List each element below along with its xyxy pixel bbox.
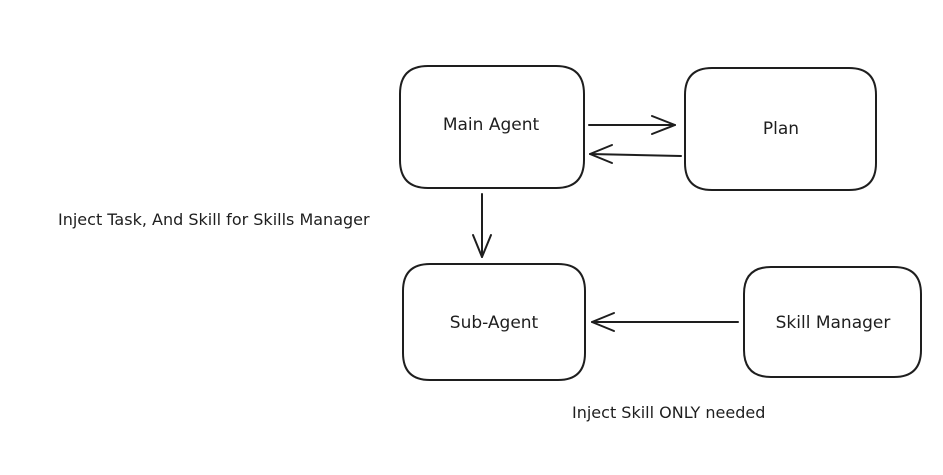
node-main-agent-box bbox=[399, 65, 585, 189]
edge-main-to-sub-arrowhead bbox=[472, 234, 492, 258]
edge-skill-to-sub bbox=[591, 312, 739, 332]
edge-main-to-sub bbox=[472, 193, 492, 258]
node-skill-manager-label: Skill Manager bbox=[776, 313, 891, 333]
node-sub-agent-label: Sub-Agent bbox=[450, 313, 539, 333]
node-plan[interactable]: Plan bbox=[684, 67, 877, 191]
edge-plan-to-main-arrowhead bbox=[589, 144, 613, 164]
node-plan-label: Plan bbox=[763, 119, 799, 139]
edge-main-to-sub-label: Inject Task, And Skill for Skills Manage… bbox=[58, 210, 370, 229]
edge-main-to-plan bbox=[588, 115, 676, 135]
edge-skill-to-sub-label: Inject Skill ONLY needed bbox=[572, 403, 765, 422]
edge-main-to-plan-arrowhead bbox=[651, 115, 676, 135]
node-sub-agent-box bbox=[402, 263, 586, 381]
node-skill-manager-box bbox=[743, 266, 922, 378]
edge-skill-to-sub-arrowhead bbox=[591, 312, 615, 332]
node-skill-manager[interactable]: Skill Manager bbox=[743, 266, 922, 378]
edge-plan-to-main bbox=[589, 144, 682, 164]
node-main-agent-label: Main Agent bbox=[443, 115, 540, 135]
node-main-agent[interactable]: Main Agent bbox=[399, 65, 585, 189]
node-plan-box bbox=[684, 67, 877, 191]
node-sub-agent[interactable]: Sub-Agent bbox=[402, 263, 586, 381]
edge-plan-to-main-line bbox=[589, 153, 682, 157]
